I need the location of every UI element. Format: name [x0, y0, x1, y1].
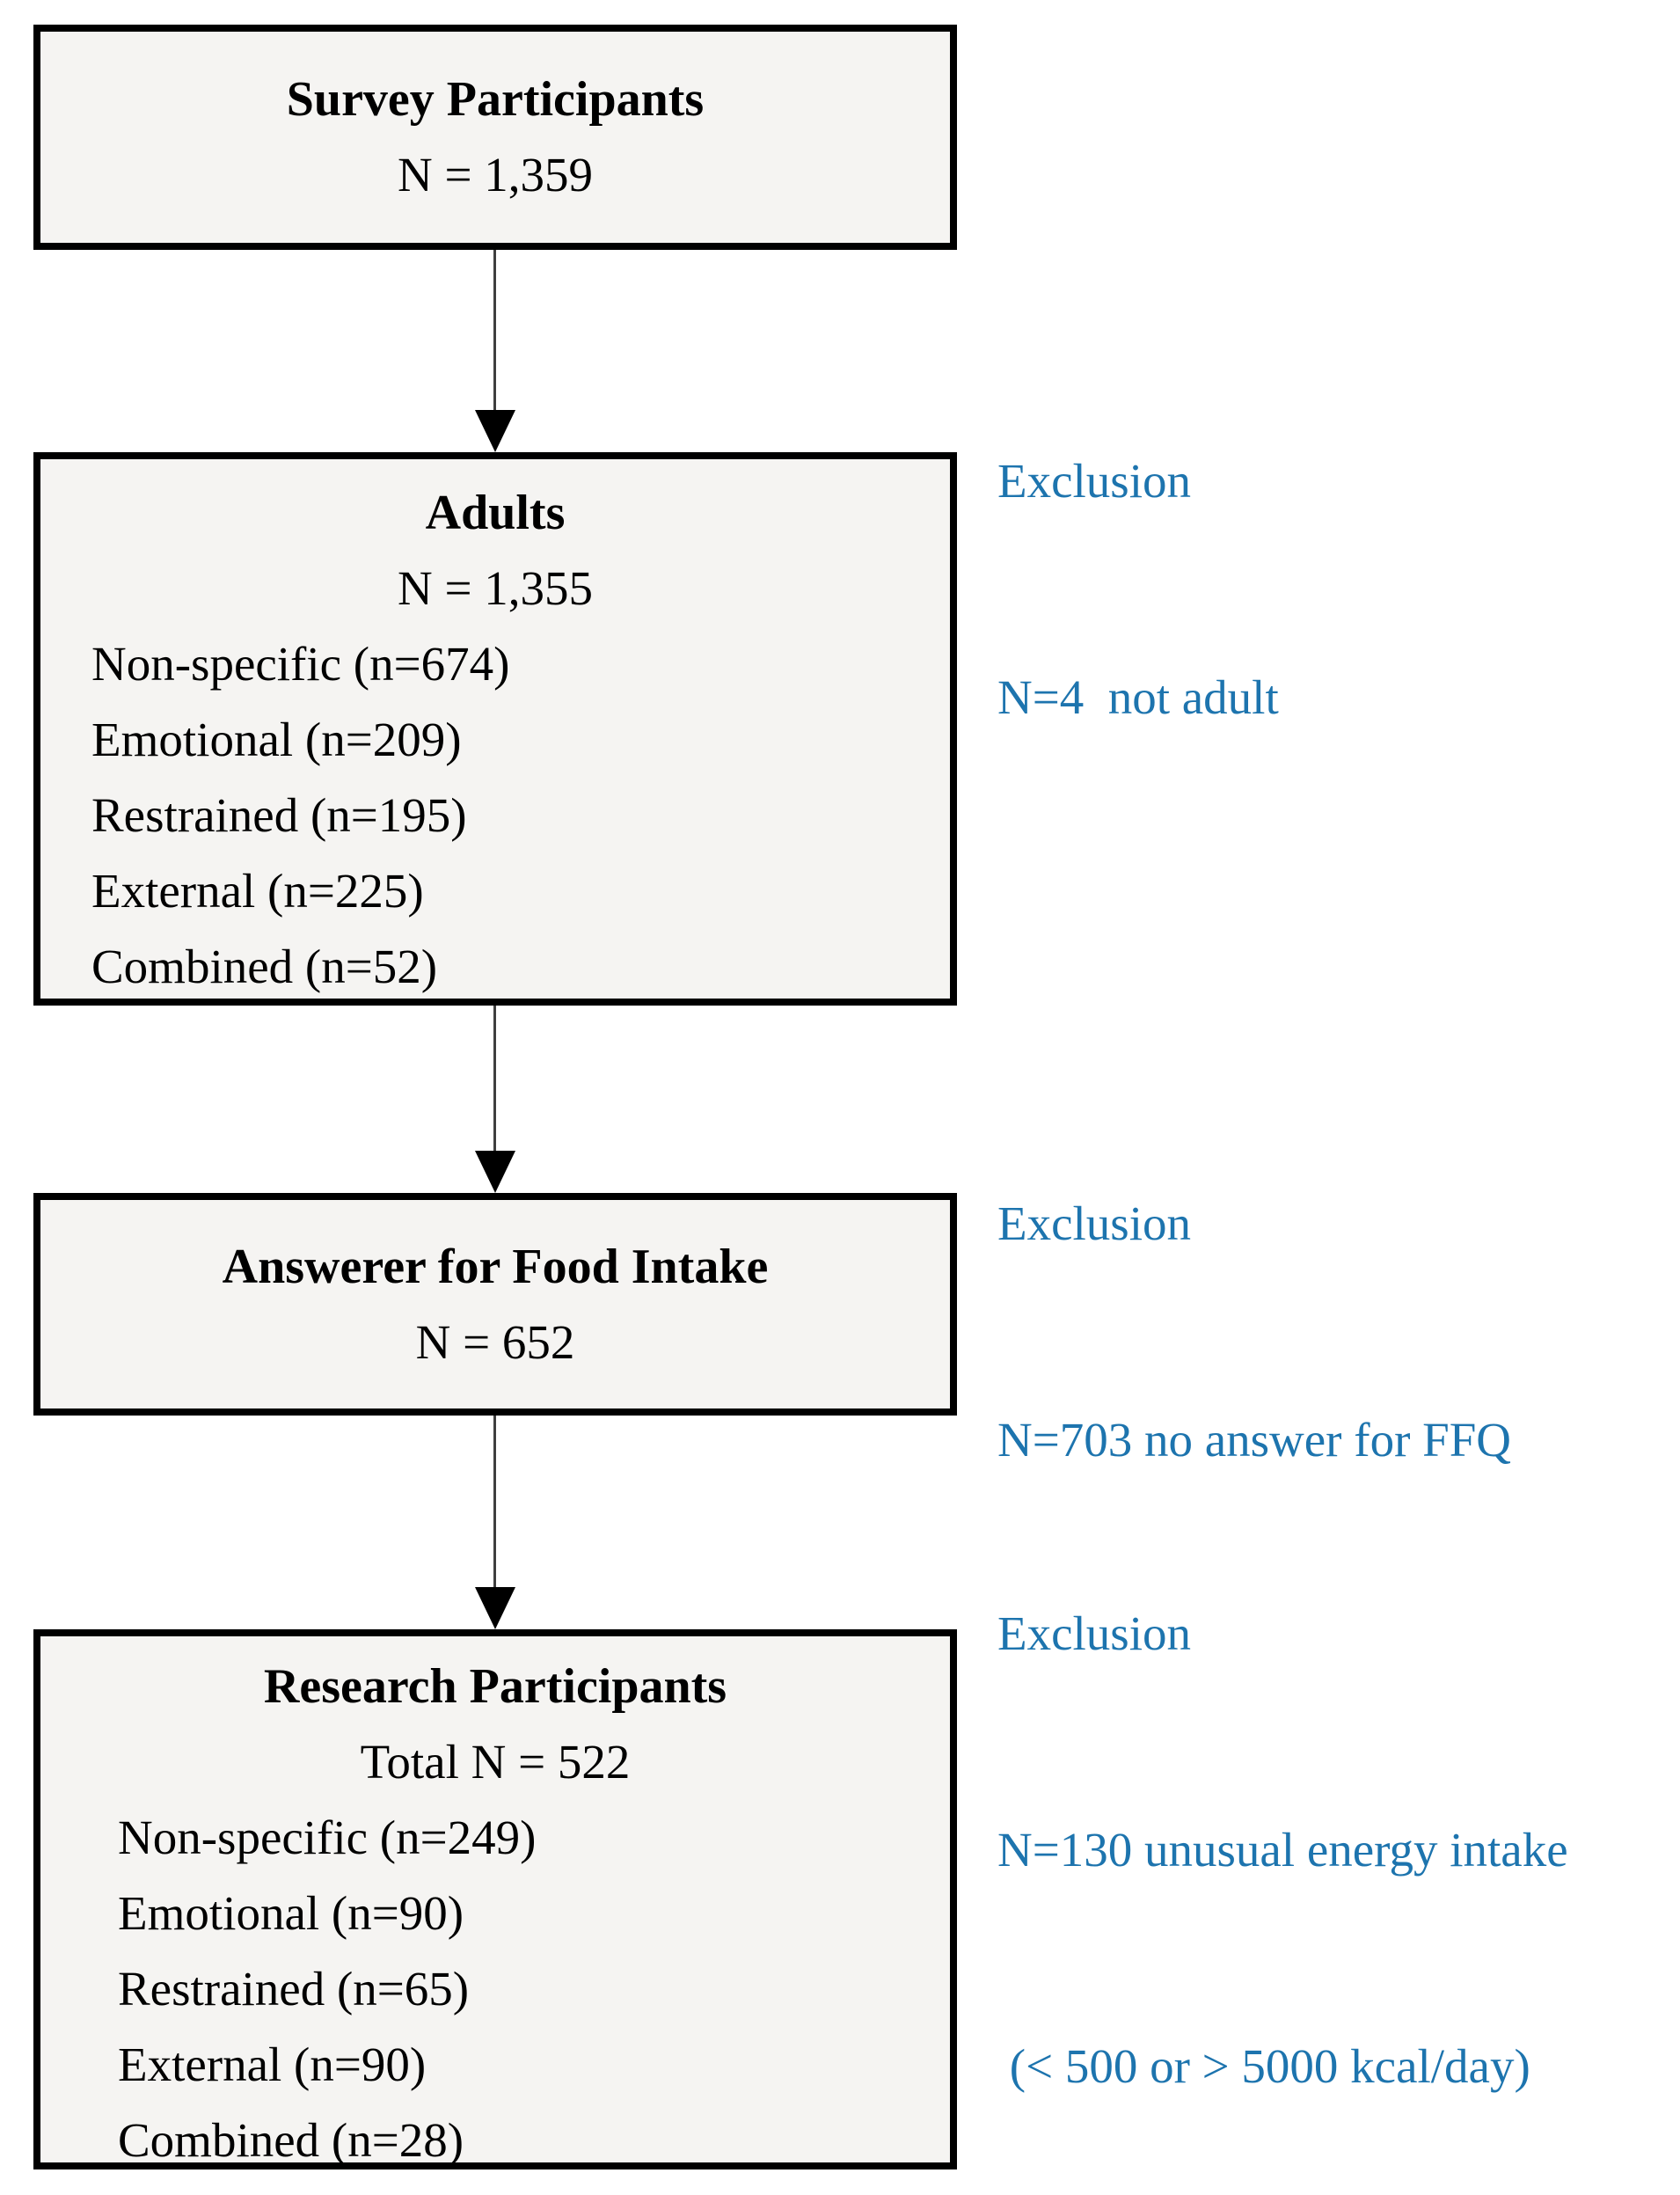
- arrow-down-icon: [475, 410, 515, 452]
- arrow-line: [493, 1416, 496, 1587]
- box-title: Survey Participants: [286, 72, 705, 127]
- box-item-restrained: Restrained (n=195): [91, 788, 467, 842]
- box-count: Total N = 522: [360, 1735, 631, 1789]
- exclusion-label: Exclusion: [997, 1196, 1191, 1250]
- box-count: N = 652: [415, 1314, 575, 1369]
- flow-box-adults: Adults N = 1,355 Non-specific (n=674) Em…: [33, 452, 957, 1006]
- box-count: N = 1,355: [398, 561, 593, 615]
- box-item-non-specific: Non-specific (n=674): [91, 637, 510, 691]
- exclusion-label: Exclusion: [997, 1606, 1191, 1660]
- exclusion-note-no-ffq-answer: Exclusion N=703 no answer for FFQ: [997, 1043, 1511, 1621]
- box-item-non-specific: Non-specific (n=249): [118, 1811, 537, 1864]
- flow-arrow-3: [475, 1416, 515, 1629]
- flow-box-answerer-food-intake: Answerer for Food Intake N = 652: [33, 1193, 957, 1416]
- flow-box-research-participants: Research Participants Total N = 522 Non-…: [33, 1629, 957, 2169]
- exclusion-label: Exclusion: [997, 454, 1191, 508]
- flow-box-survey-participants: Survey Participants N = 1,359: [33, 25, 957, 250]
- box-item-emotional: Emotional (n=90): [118, 1886, 464, 1940]
- box-item-external: External (n=90): [118, 2038, 427, 2091]
- arrow-line: [493, 250, 496, 410]
- box-item-emotional: Emotional (n=209): [91, 713, 462, 766]
- flow-arrow-1: [475, 250, 515, 452]
- box-item-combined: Combined (n=52): [91, 940, 438, 993]
- exclusion-note-not-adult: Exclusion N=4 not adult: [997, 301, 1279, 878]
- exclusion-detail: N=4 not adult: [997, 670, 1279, 724]
- box-item-combined: Combined (n=28): [118, 2113, 464, 2167]
- exclusion-detail: N=703 no answer for FFQ: [997, 1413, 1512, 1467]
- box-title: Answerer for Food Intake: [222, 1239, 769, 1294]
- box-item-external: External (n=225): [91, 864, 424, 918]
- box-item-restrained: Restrained (n=65): [118, 1962, 470, 2016]
- exclusion-detail: N=130 unusual energy intake: [997, 1823, 1568, 1877]
- exclusion-detail-range: (< 500 or > 5000 kcal/day): [997, 2039, 1530, 2093]
- arrow-line: [493, 1006, 496, 1151]
- box-title: Research Participants: [263, 1659, 727, 1714]
- arrow-down-icon: [475, 1587, 515, 1629]
- box-title: Adults: [425, 486, 566, 540]
- flow-arrow-2: [475, 1006, 515, 1193]
- box-count: N = 1,359: [398, 148, 593, 201]
- arrow-down-icon: [475, 1151, 515, 1193]
- exclusion-note-unusual-energy-intake: Exclusion N=130 unusual energy intake (<…: [997, 1453, 1568, 2195]
